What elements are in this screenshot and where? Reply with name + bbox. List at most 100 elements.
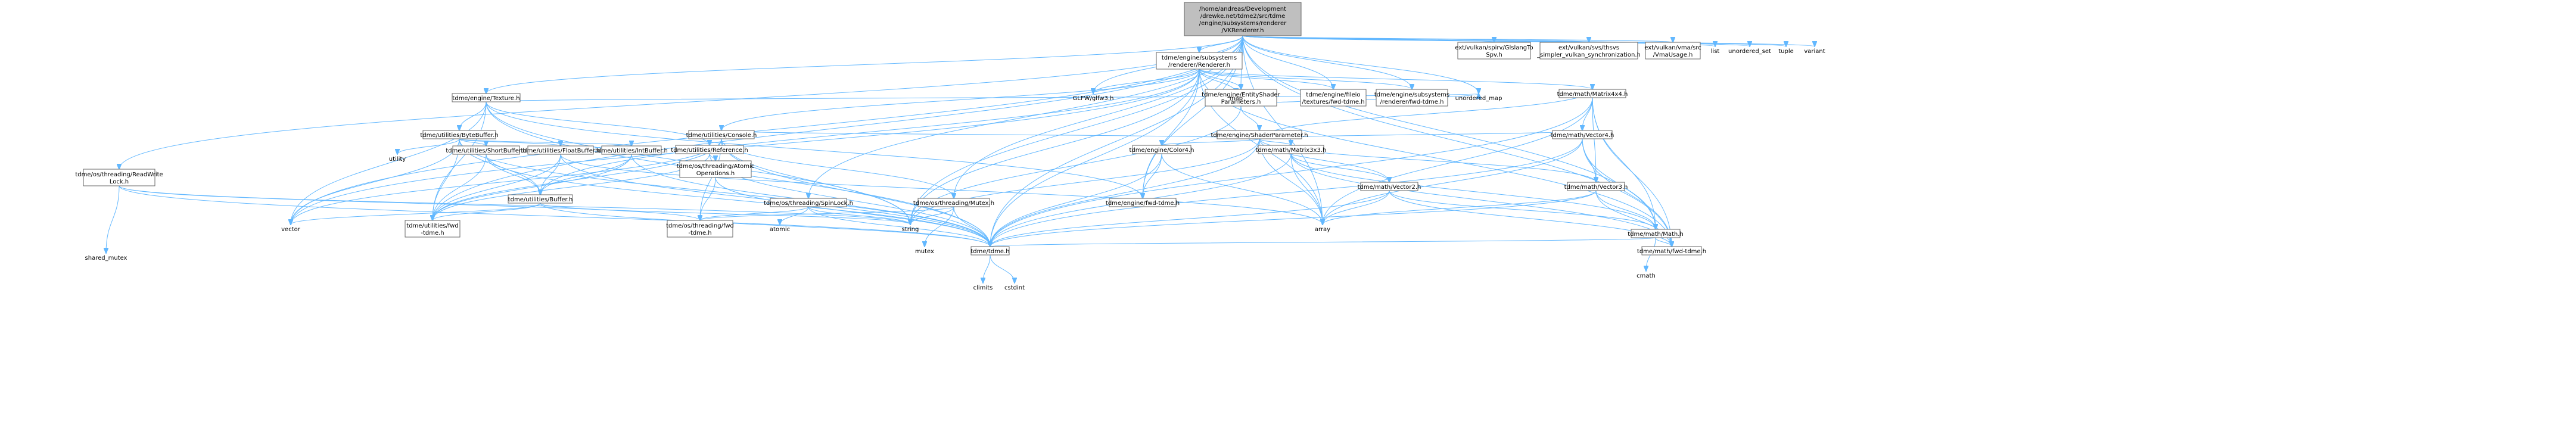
node-threadfwd[interactable]: tdme/os/threading/fwd-tdme.h [666,220,734,238]
node-box-mathh [1631,229,1681,238]
node-rendfwd[interactable]: tdme/engine/subsystems/renderer/fwd-tdme… [1374,89,1449,107]
node-box-matrix3x3 [1258,145,1324,154]
node-label-buffer: tdme/utilities/Buffer.h [508,197,573,203]
node-label-atomicops: tdme/os/threading/Atomic [677,163,755,170]
node-list: list [1711,48,1720,55]
edge-spinlock-to-atomic [780,206,809,225]
node-label-svs: ext/vulkan/svs/thsvs [1558,45,1619,51]
edge-floatbuffer-to-utilfwd [433,154,561,220]
node-enginefwd[interactable]: tdme/engine/fwd-tdme.h [1106,198,1180,207]
node-box-renderer [1156,52,1243,70]
node-box-enginefwd [1109,198,1177,207]
node-matrix4x4[interactable]: tdme/math/Matrix4x4.h [1557,89,1628,98]
node-mathfwd[interactable]: tdme/math/fwd-tdme.h [1637,246,1706,256]
node-utility: utility [389,156,406,163]
edge-rwlock-to-tdmeh [119,185,990,247]
edge-texture-to-utilfwd [433,101,487,220]
node-box-console [688,130,755,139]
node-bytebuffer[interactable]: tdme/utilities/ByteBuffer.h [420,130,499,139]
node-label-rendfwd: /renderer/fwd-tdme.h [1380,99,1444,105]
node-label-uset: unordered_set [1728,48,1771,55]
node-box-vector4 [1552,130,1613,139]
node-label-spirv: Spv.h [1486,52,1502,58]
node-vma[interactable]: ext/vulkan/vma/src/VmaUsage.h [1644,42,1701,60]
node-matrix3x3[interactable]: tdme/math/Matrix3x3.h [1256,145,1327,154]
node-texture[interactable]: tdme/engine/Texture.h [452,93,521,102]
edge-renderer-to-string [910,69,1200,225]
edge-vector2-to-mathh [1389,190,1656,229]
edge-root-to-vma [1242,35,1673,42]
node-box-fileiofwd [1300,89,1367,107]
node-buffer[interactable]: tdme/utilities/Buffer.h [508,194,573,204]
node-label-cstdint: cstdint [1004,285,1025,291]
node-box-spinlock [770,198,847,207]
edge-spinlock-to-threadfwd [700,206,809,220]
node-box-atomicops [679,160,752,178]
node-vector4[interactable]: tdme/math/Vector4.h [1551,130,1614,139]
edge-shaderparam-to-tdmeh [990,138,1260,247]
node-color4[interactable]: tdme/engine/Color4.h [1130,145,1194,154]
node-box-vector2 [1360,182,1418,191]
node-console[interactable]: tdme/utilities/Console.h [686,130,757,139]
node-label-entityshader: Parameters.h [1221,99,1261,105]
node-label-color4: tdme/engine/Color4.h [1130,147,1194,154]
node-shaderparam[interactable]: tdme/engine/ShaderParameter.h [1211,130,1308,139]
node-label-mutex: mutex [915,248,934,255]
edge-intbuffer-to-utilfwd [433,154,632,220]
edge-rwlock-to-threadfwd [119,185,700,220]
edge-root-to-mathfwd [1242,35,1672,247]
edge-matrix4x4-to-tdmeh [990,97,1593,247]
edge-matrix4x4-to-vector4 [1582,97,1593,130]
node-label-mathh: tdme/math/Math.h [1628,231,1684,238]
node-floatbuffer[interactable]: tdme/utilities/FloatBuffer.h [521,145,601,155]
edge-buffer-to-string [540,203,910,225]
node-label-renderer: tdme/engine/subsystems [1162,55,1237,61]
node-label-floatbuffer: tdme/utilities/FloatBuffer.h [521,148,600,154]
edge-vector3-to-array [1323,190,1597,225]
node-label-vector3: tdme/math/Vector3.h [1564,184,1628,191]
edge-color4-to-array [1161,153,1323,225]
node-vector2[interactable]: tdme/math/Vector2.h [1358,182,1421,191]
node-renderer[interactable]: tdme/engine/subsystems/renderer/Renderer… [1156,52,1243,70]
edge-shortbuffer-to-buffer [486,154,540,195]
node-mutex: mutex [915,248,934,255]
node-intbuffer[interactable]: tdme/utilities/IntBuffer.h [595,145,668,155]
edge-renderer-to-matrix4x4 [1199,69,1592,89]
node-uset: unordered_set [1728,48,1771,55]
edge-matrix3x3-to-mathh [1290,153,1656,229]
edge-tdmeh-to-climits [983,254,991,283]
node-utilfwd[interactable]: tdme/utilities/fwd-tdme.h [405,220,461,238]
node-box-floatbuffer [527,145,594,155]
node-spinlock[interactable]: tdme/os/threading/SpinLock.h [764,198,853,207]
node-label-mathfwd: tdme/math/fwd-tdme.h [1637,248,1706,255]
node-label-matrix3x3: tdme/math/Matrix3x3.h [1256,147,1327,154]
node-shortbuffer[interactable]: tdme/utilities/ShortBuffer.h [446,145,527,155]
node-mathh[interactable]: tdme/math/Math.h [1628,229,1684,238]
edge-entityshader-to-shaderparam [1240,105,1259,130]
node-box-shortbuffer [452,145,520,155]
edge-root-to-umap [1242,35,1479,94]
edge-bytebuffer-to-utility [397,138,460,154]
edge-shaderparam-to-console [721,130,1260,139]
edge-floatbuffer-to-buffer [540,154,561,195]
edge-renderer-to-console [721,69,1200,130]
node-glfw: GLFW/glfw3.h [1073,95,1114,102]
node-tdmeh[interactable]: tdme/tdme.h [970,246,1010,256]
node-vector3[interactable]: tdme/math/Vector3.h [1564,182,1628,191]
node-box-rwlock [83,169,155,186]
node-svs[interactable]: ext/vulkan/svs/thsvs_simpler_vulkan_sync… [1536,42,1641,60]
node-map: map [1230,95,1243,102]
node-tuple: tuple [1778,48,1794,55]
node-reference[interactable]: tdme/utilities/Reference.h [671,145,748,154]
node-array: array [1315,226,1330,233]
node-mutexh[interactable]: tdme/os/threading/Mutex.h [913,198,994,207]
edge-shaderparam-to-matrix3x3 [1259,138,1291,145]
node-label-vector: vector [281,226,301,233]
node-label-root: /drewke.net/tdme2/src/tdme [1200,13,1286,20]
node-fileiofwd[interactable]: tdme/engine/fileio/textures/fwd-tdme.h [1300,89,1367,107]
node-label-threadfwd: -tdme.h [688,230,711,236]
